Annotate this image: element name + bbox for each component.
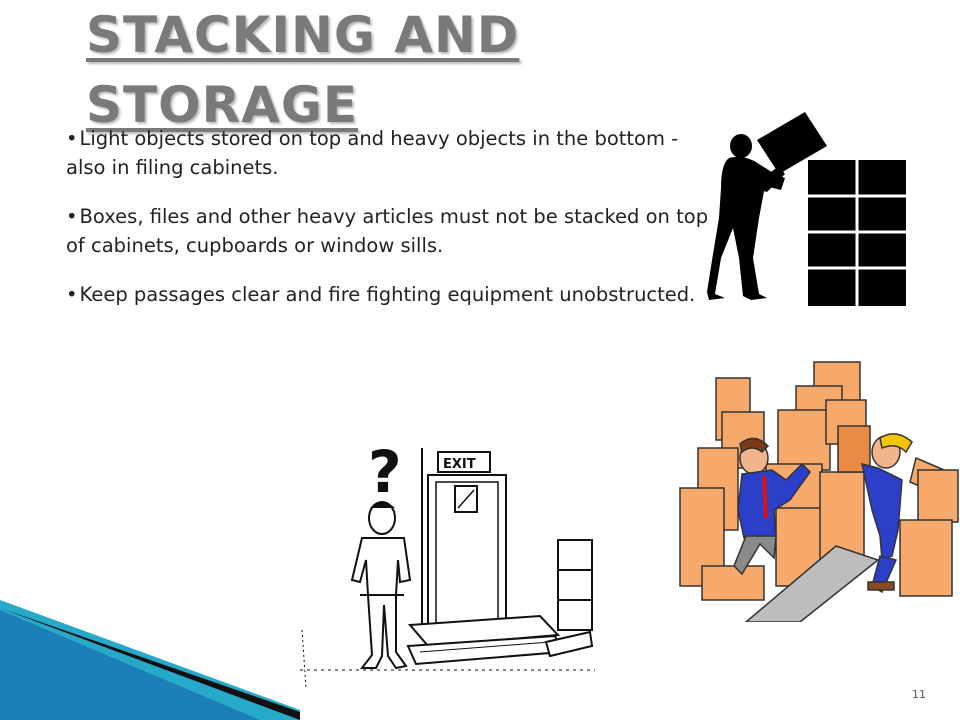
- bullet-text: Keep passages clear and fire fighting eq…: [79, 283, 696, 306]
- bullet-item: •Boxes, files and other heavy articles m…: [66, 202, 716, 260]
- bullet-marker: •: [66, 283, 78, 306]
- bullet-marker: •: [66, 205, 78, 228]
- question-mark: ?: [368, 438, 402, 506]
- bullet-item: •Light objects stored on top and heavy o…: [66, 124, 716, 182]
- bullet-text: Light objects stored on top and heavy ob…: [66, 127, 679, 179]
- slide-title: STACKING AND STORAGE: [86, 6, 520, 134]
- page-number: 11: [912, 688, 926, 701]
- person-carrying-box-icon: [707, 112, 827, 300]
- bullet-marker: •: [66, 127, 78, 150]
- bullet-item: •Keep passages clear and fire fighting e…: [66, 280, 716, 309]
- workers-falling-boxes-illustration: [679, 361, 959, 622]
- stacked-boxes-icon: [808, 160, 906, 306]
- decorative-swoosh: [0, 600, 300, 720]
- bullet-text: Boxes, files and other heavy articles mu…: [66, 205, 709, 257]
- confused-man-at-exit-illustration: ? EXIT: [300, 438, 595, 689]
- exit-sign: EXIT: [443, 457, 476, 472]
- bullet-list: •Light objects stored on top and heavy o…: [66, 124, 716, 329]
